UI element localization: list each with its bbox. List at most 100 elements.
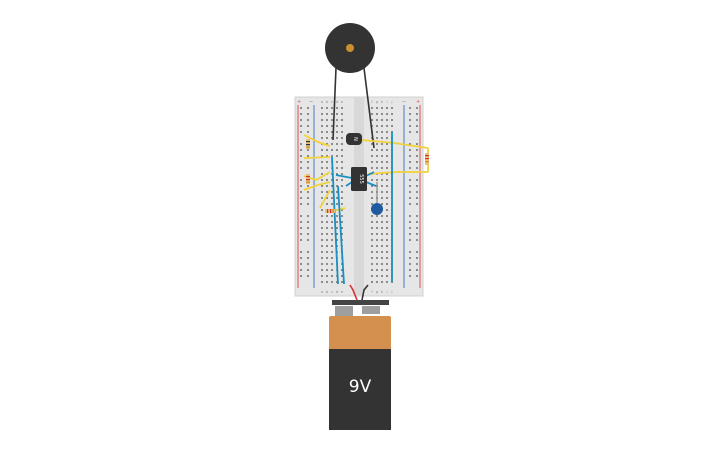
rail-hole <box>409 131 411 133</box>
breadboard-hole <box>321 137 323 139</box>
rail-hole <box>409 269 411 271</box>
breadboard-hole <box>336 221 338 223</box>
rail-hole <box>307 119 309 121</box>
rail-hole <box>409 107 411 109</box>
breadboard-hole <box>381 161 383 163</box>
breadboard-hole <box>341 167 343 169</box>
breadboard-hole <box>321 185 323 187</box>
rail-hole <box>300 179 302 181</box>
breadboard-hole <box>326 269 328 271</box>
breadboard-hole <box>386 239 388 241</box>
electrolytic-capacitor-icon[interactable] <box>371 182 383 215</box>
breadboard-hole <box>341 221 343 223</box>
buzzer-lead-right <box>363 67 375 149</box>
breadboard-hole <box>321 173 323 175</box>
breadboard-hole <box>386 275 388 277</box>
rail-hole <box>300 191 302 193</box>
breadboard-hole <box>371 251 373 253</box>
breadboard-hole <box>326 233 328 235</box>
breadboard-hole <box>321 107 323 109</box>
breadboard-hole <box>326 251 328 253</box>
rail-hole <box>416 179 418 181</box>
breadboard-hole <box>381 233 383 235</box>
resistor-left-top[interactable] <box>306 139 310 149</box>
breadboard-hole <box>376 143 378 145</box>
column-letter-bottom: h <box>381 290 383 294</box>
breadboard-hole <box>331 269 333 271</box>
breadboard-hole <box>331 155 333 157</box>
breadboard-hole <box>321 119 323 121</box>
column-letter-top: e <box>341 100 343 104</box>
breadboard-hole <box>371 167 373 169</box>
breadboard-hole <box>386 167 388 169</box>
breadboard-hole <box>376 263 378 265</box>
breadboard-hole <box>381 167 383 169</box>
breadboard-hole <box>321 239 323 241</box>
rail-hole <box>307 149 309 151</box>
ic-555-chip[interactable]: 555 <box>351 167 367 191</box>
rail-hole <box>416 269 418 271</box>
breadboard-hole <box>321 269 323 271</box>
breadboard-hole <box>381 149 383 151</box>
column-letter-bottom: c <box>331 290 333 294</box>
breadboard-hole <box>386 215 388 217</box>
breadboard-hole <box>331 125 333 127</box>
rail-plus-label-left: + <box>297 99 301 105</box>
breadboard-hole <box>331 143 333 145</box>
breadboard-hole <box>381 131 383 133</box>
breadboard-hole <box>336 143 338 145</box>
breadboard-hole <box>336 149 338 151</box>
rail-hole <box>416 197 418 199</box>
rail-hole <box>300 227 302 229</box>
rail-hole <box>409 203 411 205</box>
breadboard-hole <box>326 125 328 127</box>
rail-hole <box>409 113 411 115</box>
breadboard-hole <box>341 191 343 193</box>
resistor-bottom[interactable] <box>325 209 335 213</box>
transistor[interactable]: N <box>346 133 362 145</box>
resistor-right[interactable] <box>425 153 429 165</box>
rail-hole <box>409 191 411 193</box>
breadboard-hole <box>391 119 393 121</box>
rail-hole <box>409 119 411 121</box>
breadboard-hole <box>331 113 333 115</box>
breadboard-hole <box>331 215 333 217</box>
breadboard-hole <box>341 227 343 229</box>
rail-minus-label-right: − <box>402 99 406 105</box>
breadboard-hole <box>376 281 378 283</box>
breadboard-hole <box>331 119 333 121</box>
rail-hole <box>416 239 418 241</box>
breadboard-hole <box>381 275 383 277</box>
breadboard-hole <box>331 107 333 109</box>
9v-battery-icon[interactable]: 9V <box>329 300 391 430</box>
column-letter-bottom: f <box>371 290 373 294</box>
rail-hole <box>307 257 309 259</box>
breadboard-hole <box>386 107 388 109</box>
rail-hole <box>307 203 309 205</box>
breadboard-hole <box>326 191 328 193</box>
breadboard-hole <box>391 113 393 115</box>
breadboard-hole <box>321 233 323 235</box>
breadboard-hole <box>386 131 388 133</box>
breadboard-hole <box>326 239 328 241</box>
rail-hole <box>416 257 418 259</box>
breadboard-hole <box>331 251 333 253</box>
rail-hole <box>300 167 302 169</box>
breadboard-hole <box>336 233 338 235</box>
rail-hole <box>307 215 309 217</box>
breadboard-hole <box>371 203 373 205</box>
rail-hole <box>307 185 309 187</box>
column-letter-top: j <box>391 100 393 104</box>
resistor-left-bottom[interactable] <box>306 174 310 184</box>
battery-label: 9V <box>349 377 372 397</box>
piezo-buzzer-icon[interactable] <box>325 23 375 73</box>
breadboard-hole <box>381 245 383 247</box>
rail-hole <box>409 239 411 241</box>
column-letter-top: b <box>326 100 329 104</box>
breadboard-hole <box>371 119 373 121</box>
breadboard-hole <box>371 185 373 187</box>
breadboard-hole <box>381 107 383 109</box>
breadboard-hole <box>376 227 378 229</box>
column-letter-top: a <box>321 100 323 104</box>
battery-lead-red <box>349 284 358 301</box>
